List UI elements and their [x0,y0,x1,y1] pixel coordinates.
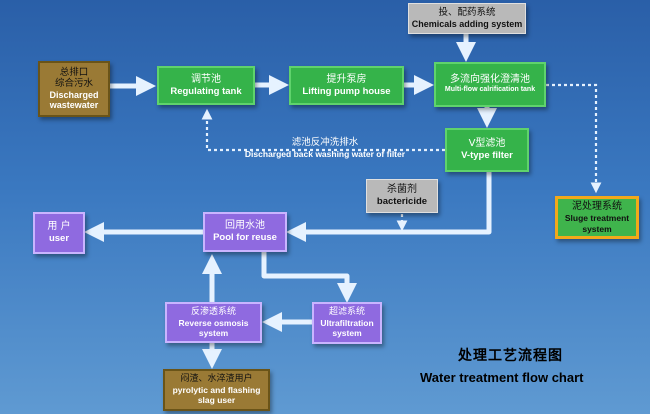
lifting-en-label: Lifting pump house [302,85,391,97]
ro-en-label-1: Reverse osmosis [178,317,249,328]
chart-title-en: Water treatment flow chart [420,370,584,385]
bactericide-box[interactable]: 杀菌剂 bactericide [366,179,438,213]
vfilter-zh-label: V型滤池 [468,138,506,150]
discharged-en-label-2: wastewater [49,100,99,111]
bactericide-zh-label: 杀菌剂 [387,184,417,196]
arrow-vfilter-to-pool [286,172,492,242]
ultra-zh-label: 超滤系统 [328,307,365,318]
arrow-pool-to-ultra [261,252,357,303]
bactericide-en-label: bactericide [376,196,428,208]
sludge-zh-label: 泥处理系统 [572,201,622,213]
discharged-zh-label-2: 综合污水 [54,78,93,90]
ultra-en-label-1: Ultrafiltration [320,318,374,329]
slag-en-label-2: slag user [197,395,236,406]
user-en-label: user [48,233,70,245]
v-type-filter-box[interactable]: V型滤池 V-type filter [445,128,529,172]
lifting-zh-label: 提升泵房 [326,73,367,85]
ultrafiltration-box[interactable]: 超滤系统 Ultrafiltration system [312,302,382,344]
regulating-en-label: Regulating tank [170,85,242,97]
ro-en-label-2: system [198,327,229,338]
discharged-en-label-1: Discharged [49,89,99,100]
pool-en-label: Pool for reuse [213,232,277,244]
clarification-tank-box[interactable]: 多流向强化澄清池 Multi-flow calrification tank [434,62,546,107]
lifting-pump-house-box[interactable]: 提升泵房 Lifting pump house [289,66,404,105]
backwash-label: 滤池反冲洗排水 Discharged back washing water of… [225,137,425,160]
chemicals-zh-label: 投、配药系统 [438,7,496,19]
regulating-zh-label: 调节池 [191,73,221,85]
regulating-tank-box[interactable]: 调节池 Regulating tank [157,66,255,105]
clarification-en-label: Multi-flow calrification tank [444,86,536,94]
ro-zh-label: 反渗透系统 [190,306,236,317]
ultra-en-label-2: system [332,328,362,339]
slag-zh-label: 闷渣、水淬渣用户 [180,374,253,385]
sludge-en-label-2: system [582,223,612,234]
chemicals-adding-system-box[interactable]: 投、配药系统 Chemicals adding system [408,3,526,34]
discharged-zh-label-1: 总排口 [59,66,89,78]
pool-for-reuse-box[interactable]: 回用水池 Pool for reuse [203,212,287,252]
slag-en-label-1: pyrolytic and flashing [172,385,261,396]
chart-title-zh: 处理工艺流程图 [458,348,563,364]
discharged-wastewater-box[interactable]: 总排口 综合污水 Discharged wastewater [38,61,110,117]
pool-zh-label: 回用水池 [225,220,265,232]
user-box[interactable]: 用 户 user [33,212,85,254]
backwash-en-label: Discharged back washing water of filter [244,148,406,159]
clarification-zh-label: 多流向强化澄清池 [450,74,530,86]
arrow-clarification-to-sludge [546,83,602,194]
reverse-osmosis-box[interactable]: 反渗透系统 Reverse osmosis system [165,302,262,343]
arrow-vfilter-backwash [201,108,445,152]
user-zh-label: 用 户 [47,221,71,233]
backwash-zh-label: 滤池反冲洗排水 [291,137,359,148]
sludge-treatment-box[interactable]: 泥处理系统 Sluge treatment system [555,196,639,239]
sludge-en-label-1: Sluge treatment [564,213,630,224]
vfilter-en-label: V-type filter [461,150,513,162]
slag-user-box[interactable]: 闷渣、水淬渣用户 pyrolytic and flashing slag use… [163,369,270,411]
chemicals-en-label: Chemicals adding system [411,18,523,29]
